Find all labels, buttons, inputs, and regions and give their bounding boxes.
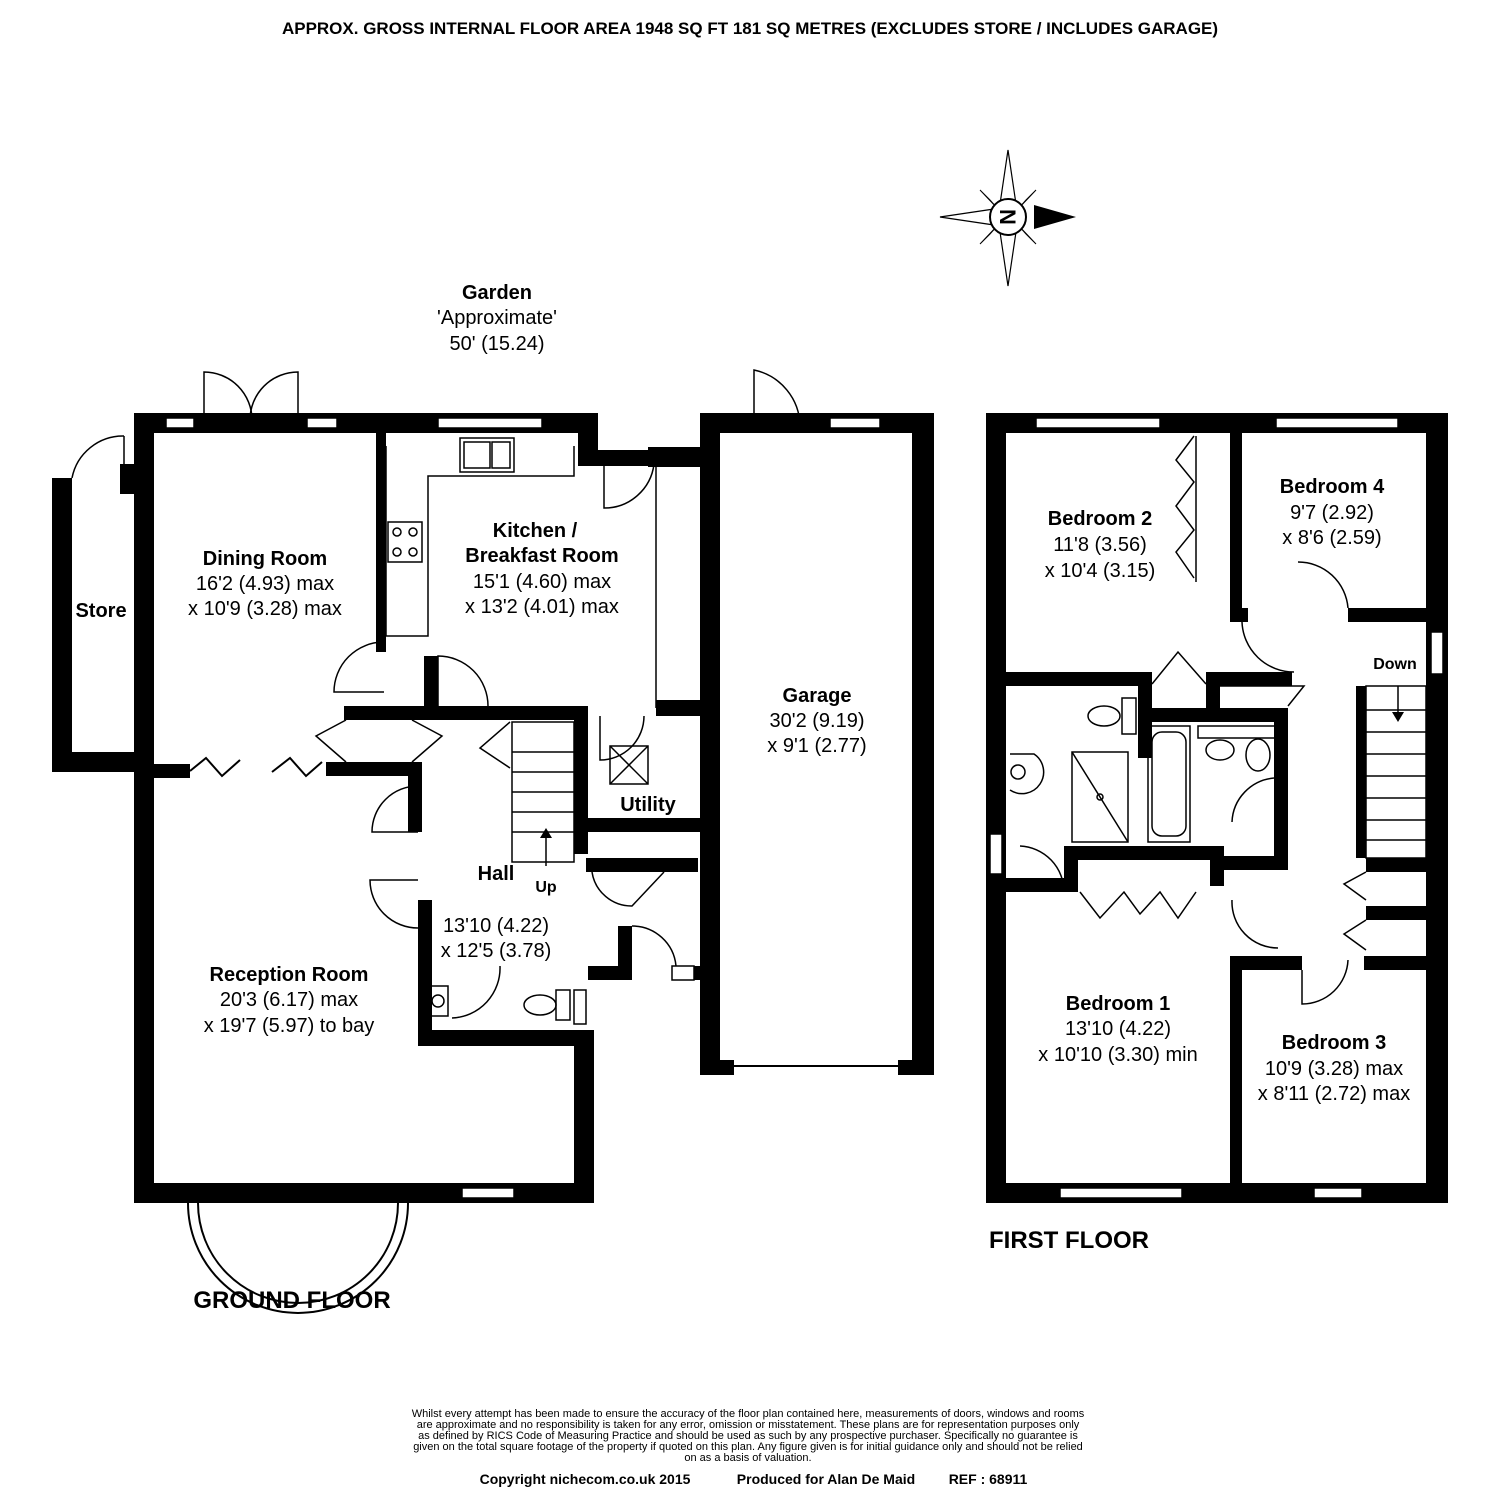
floor-area-heading: APPROX. GROSS INTERNAL FLOOR AREA 1948 S… [282, 19, 1218, 38]
stairs-down-label: Down [1373, 656, 1417, 673]
hall-name: Hall [478, 863, 515, 885]
bedroom2-name: Bedroom 2 [1048, 508, 1152, 530]
kitchen-dim2: x 13'2 (4.01) max [465, 596, 619, 618]
dining-room-dim2: x 10'9 (3.28) max [188, 598, 342, 620]
bedroom3-dim2: x 8'11 (2.72) max [1258, 1083, 1410, 1105]
copyright-text: Copyright nichecom.co.uk 2015 [480, 1471, 691, 1487]
garage-dim1: 30'2 (9.19) [770, 710, 865, 732]
reception-room-dim2: x 19'7 (5.97) to bay [204, 1015, 375, 1037]
produced-for-text: Produced for Alan De Maid [737, 1471, 915, 1487]
disclaimer-line-4: given on the total square footage of the… [413, 1441, 1083, 1453]
store-label: Store [75, 600, 126, 622]
reception-room-dim1: 20'3 (6.17) max [220, 989, 358, 1011]
ground-floor-plan: Up [52, 369, 934, 1314]
garage-name: Garage [783, 685, 852, 707]
compass-letter: N [995, 209, 1020, 225]
hall-dim2: x 12'5 (3.78) [441, 940, 552, 962]
bedroom1-dim1: 13'10 (4.22) [1065, 1018, 1171, 1040]
disclaimer: Whilst every attempt has been made to en… [412, 1408, 1085, 1464]
bedroom4-name: Bedroom 4 [1280, 476, 1385, 498]
bedroom2-dim1: 11'8 (3.56) [1053, 534, 1147, 556]
reception-room-name: Reception Room [210, 964, 369, 986]
bedroom4-dim1: 9'7 (2.92) [1290, 502, 1374, 524]
disclaimer-line-1: Whilst every attempt has been made to en… [412, 1408, 1085, 1420]
hall-dim1: 13'10 (4.22) [443, 915, 549, 937]
bedroom1-name: Bedroom 1 [1066, 993, 1170, 1015]
reference-text: REF : 68911 [949, 1471, 1028, 1487]
disclaimer-line-3: as defined by RICS Code of Measuring Pra… [418, 1430, 1078, 1442]
ground-floor-title: GROUND FLOOR [193, 1287, 390, 1314]
garden-label: Garden [462, 282, 532, 304]
bedroom3-dim1: 10'9 (3.28) max [1265, 1058, 1403, 1080]
compass-icon: N [939, 149, 1076, 287]
stairs-up-label: Up [535, 879, 557, 896]
garden-note: 'Approximate' [437, 307, 557, 329]
disclaimer-line-5: on as a basis of valuation. [684, 1452, 811, 1464]
kitchen-dim1: 15'1 (4.60) max [473, 571, 611, 593]
utility-label: Utility [620, 794, 676, 816]
bedroom3-name: Bedroom 3 [1282, 1032, 1386, 1054]
disclaimer-line-2: are approximate and no responsibility is… [417, 1419, 1080, 1431]
dining-room-name: Dining Room [203, 548, 327, 570]
kitchen-name-line2: Breakfast Room [465, 545, 618, 567]
bedroom2-dim2: x 10'4 (3.15) [1045, 560, 1156, 582]
kitchen-name-line1: Kitchen / [493, 520, 578, 542]
garden-dimension: 50' (15.24) [450, 333, 545, 355]
first-floor-plan: Down [986, 413, 1448, 1203]
garage-dim2: x 9'1 (2.77) [767, 735, 866, 757]
bedroom4-dim2: x 8'6 (2.59) [1282, 527, 1381, 549]
bedroom1-dim2: x 10'10 (3.30) min [1038, 1044, 1197, 1066]
dining-room-dim1: 16'2 (4.93) max [196, 573, 334, 595]
first-floor-title: FIRST FLOOR [989, 1227, 1149, 1254]
